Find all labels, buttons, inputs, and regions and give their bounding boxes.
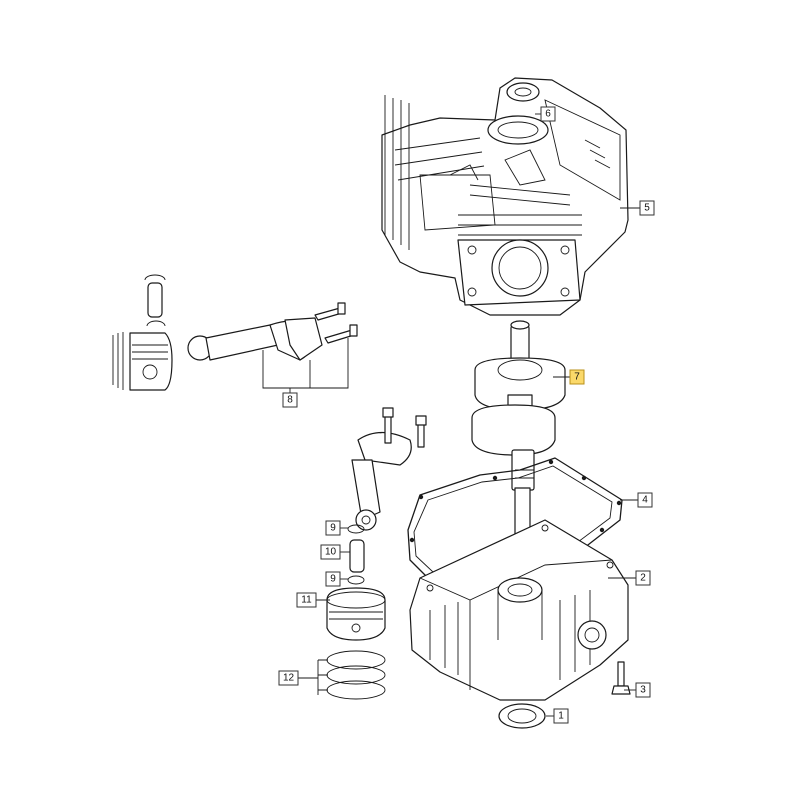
cylinder-block-part[interactable] — [381, 77, 629, 316]
callout-9-upper-text: 9 — [330, 523, 336, 534]
callout-4-text: 4 — [642, 495, 648, 506]
callout-12-text: 12 — [283, 673, 295, 684]
callout-3[interactable]: 3 — [635, 682, 651, 698]
callout-8[interactable]: 8 — [282, 392, 298, 408]
leader-lines — [298, 113, 640, 717]
callout-5[interactable]: 5 — [639, 200, 655, 216]
callout-12[interactable]: 12 — [278, 670, 299, 686]
callout-11[interactable]: 11 — [296, 592, 317, 608]
crankcase-part[interactable] — [409, 519, 629, 701]
callout-1-text: 1 — [558, 711, 564, 722]
connecting-rod-assembly-part[interactable] — [112, 274, 358, 394]
callout-2-text: 2 — [640, 573, 646, 584]
crankshaft-part[interactable] — [471, 320, 566, 551]
piston-pin-part[interactable] — [349, 539, 365, 573]
oil-seal-part[interactable] — [498, 703, 546, 729]
callout-2[interactable]: 2 — [635, 570, 651, 586]
callout-3-text: 3 — [640, 685, 646, 696]
callout-5-text: 5 — [644, 203, 650, 214]
connecting-rod-lower-part[interactable] — [351, 407, 427, 531]
callout-9-lower-text: 9 — [330, 574, 336, 585]
callout-6[interactable]: 6 — [540, 106, 556, 122]
callout-7-text: 7 — [574, 372, 580, 383]
callout-4[interactable]: 4 — [637, 492, 653, 508]
callout-7[interactable]: 7 — [569, 369, 585, 385]
callout-10[interactable]: 10 — [320, 544, 341, 560]
callout-6-text: 6 — [545, 109, 551, 120]
callout-11-text: 11 — [301, 595, 312, 606]
callout-9-upper[interactable]: 9 — [325, 520, 341, 536]
circlip-upper-part[interactable] — [347, 524, 365, 534]
callout-9-lower[interactable]: 9 — [325, 571, 341, 587]
callout-1[interactable]: 1 — [553, 708, 569, 724]
piston-rings-part[interactable] — [326, 650, 386, 700]
callout-8-text: 8 — [287, 395, 293, 406]
bolt-part[interactable] — [611, 661, 631, 695]
circlip-lower-part[interactable] — [347, 575, 365, 585]
piston-part[interactable] — [326, 587, 386, 641]
callout-10-text: 10 — [325, 547, 337, 558]
